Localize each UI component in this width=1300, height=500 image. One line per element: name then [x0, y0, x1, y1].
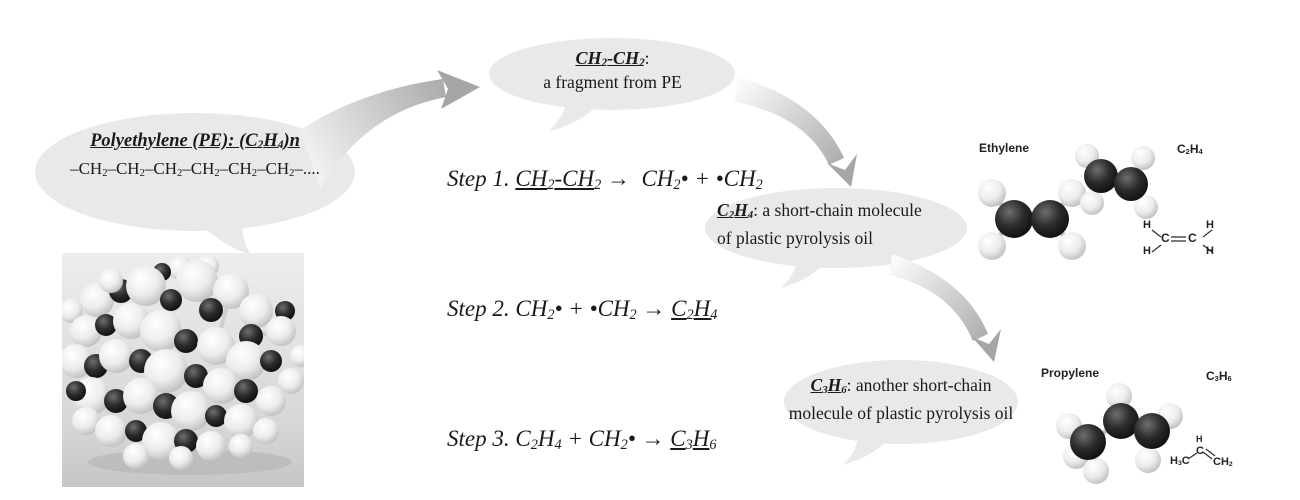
pe-ball-stick-photo	[62, 253, 304, 487]
ethylene-bubble-after: : a short-chain molecule	[753, 200, 922, 220]
curved-arrow-fragment-to-ethylene	[735, 77, 857, 187]
propylene-h3c: H3C	[1170, 455, 1190, 468]
step-1-underlined: CH2-CH2	[515, 166, 602, 193]
step-1-pre: Step 1.	[447, 166, 516, 191]
propylene-bubble-line2: molecule of plastic pyrolysis oil	[788, 403, 1014, 423]
propylene-panel-formula: C3H6	[1206, 369, 1232, 384]
ethylene-bubble-line1: C2H4: a short-chain molecule	[717, 200, 922, 221]
ethylene-panel-name: Ethylene	[979, 141, 1030, 155]
ethylene-c-left: C	[1161, 231, 1170, 245]
ethylene-model-1	[978, 179, 1086, 260]
ethylene-c-right: C	[1188, 231, 1197, 245]
propylene-structural-bonds	[1187, 448, 1216, 460]
step-2-underlined: C2H4	[671, 296, 718, 323]
propylene-bubble-after: : another short-chain	[846, 375, 992, 395]
propylene-panel-name: Propylene	[1041, 366, 1100, 380]
ethylene-h-top-right: H	[1206, 219, 1214, 231]
propylene-h: H	[1196, 434, 1203, 444]
step-2-equation: Step 2. CH2• + •CH2 → C2H4	[424, 270, 717, 348]
step-1-equation: Step 1. CH2-CH2 → CH2• + •CH2	[424, 140, 763, 218]
fragment-colon: :	[644, 48, 650, 68]
step-2-pre: Step 2. CH2• + •CH2 →	[447, 296, 672, 323]
propylene-bubble-line1: C3H6: another short-chain	[783, 375, 1019, 396]
ethylene-h-bottom-left: H	[1143, 245, 1151, 257]
propylene-bubble-formula: C3H6	[810, 375, 847, 396]
pe-bubble-title: Polyethylene (PE): (C2H4)n	[90, 131, 300, 152]
step-1-post: → CH2• + •CH2	[601, 166, 763, 193]
propylene-c: C	[1196, 445, 1204, 457]
propylene-speech-bubble-shape	[784, 360, 1018, 465]
fragment-bubble-line1: CH2-CH2:	[490, 48, 735, 70]
step-3-equation: Step 3. C2H4 + CH2• → C3H6	[424, 400, 716, 478]
curved-arrow-ethylene-to-propylene	[889, 254, 1001, 362]
fragment-speech-bubble-shape	[489, 38, 735, 131]
propylene-model	[1056, 383, 1183, 484]
ethylene-bubble-formula: C2H4	[717, 200, 754, 221]
ethylene-h-bottom-right: H	[1206, 245, 1214, 257]
pe-speech-bubble-shape	[35, 113, 355, 255]
ethylene-speech-bubble-shape	[705, 188, 967, 288]
step-3-underlined: C3H6	[670, 426, 717, 453]
ethylene-panel-formula: C2H4	[1177, 142, 1203, 157]
step-3-pre: Step 3. C2H4 + CH2• →	[447, 426, 671, 453]
fragment-bubble-caption: a fragment from PE	[543, 72, 682, 92]
pe-bubble-chain: –CH2–CH2–CH2–CH2–CH2–CH2–....	[70, 159, 320, 179]
curved-arrow-pe-to-fragment	[300, 70, 480, 188]
ethylene-bubble-line2: of plastic pyrolysis oil	[717, 228, 874, 248]
propylene-ch2: CH2	[1213, 456, 1233, 469]
ethylene-model-2	[1075, 144, 1158, 219]
ethylene-h-top-left: H	[1143, 219, 1151, 231]
ethylene-structural-bonds	[1151, 229, 1213, 253]
fragment-formula: CH2-CH2	[575, 48, 645, 69]
